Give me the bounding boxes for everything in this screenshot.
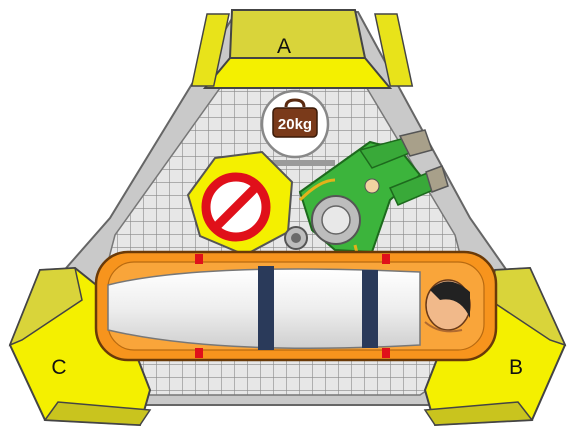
seat-a-label: A xyxy=(277,35,291,58)
seat-b-label: B xyxy=(509,356,523,379)
patient-on-stretcher-icon xyxy=(96,252,496,360)
weight-label: 20kg xyxy=(278,116,312,133)
seat-c-label: C xyxy=(51,356,66,379)
